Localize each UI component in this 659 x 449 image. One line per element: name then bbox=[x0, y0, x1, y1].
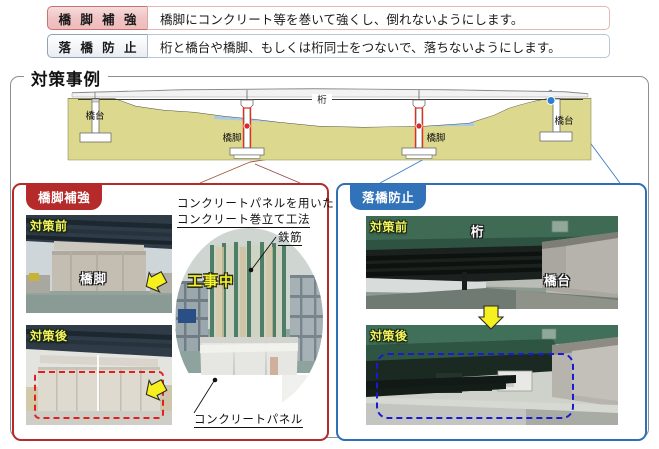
annotation-method-line1: コンクリートパネルを用いた bbox=[177, 196, 335, 210]
bridge-cross-section-diagram: 桁 橋台 橋台 橋脚 橋脚 bbox=[67, 88, 592, 161]
label-girder: 桁 bbox=[317, 94, 327, 106]
header-row-pier-reinforcement: 橋 脚 補 強 橋脚にコンクリート等を巻いて強くし、倒れないようにします。 bbox=[47, 6, 610, 30]
annotation-rebar: 鉄筋 bbox=[278, 230, 303, 246]
photo-label-pier: 橋脚 bbox=[80, 271, 108, 286]
panel-fall-prevention: 落橋防止 対策前 桁 橋台 bbox=[336, 183, 647, 441]
road-deck-body bbox=[71, 88, 589, 98]
photo-caption-before-right: 対策前 bbox=[370, 220, 408, 234]
highlight-box-pier-after bbox=[34, 371, 164, 419]
badge-fall-prevention: 落 橋 防 止 bbox=[47, 34, 147, 58]
yellow-arrow-down bbox=[477, 305, 505, 330]
label-abutment-left: 橋台 bbox=[85, 110, 104, 122]
photo-bridge-before: 対策前 桁 橋台 bbox=[366, 216, 618, 309]
section-legend: 対策事例 bbox=[24, 66, 108, 90]
photo-caption-before-left: 対策前 bbox=[30, 219, 68, 233]
annotation-concrete-panel: コンクリートパネル bbox=[194, 412, 303, 428]
panel-tab-pier-reinforcement: 橋脚補強 bbox=[26, 184, 103, 210]
description-pier-reinforcement: 橋脚にコンクリート等を巻いて強くし、倒れないようにします。 bbox=[147, 6, 610, 30]
header-rows: 橋 脚 補 強 橋脚にコンクリート等を巻いて強くし、倒れないようにします。 落 … bbox=[0, 0, 659, 62]
photo-label-abutment-right: 橋台 bbox=[544, 273, 572, 288]
abutment-right bbox=[539, 98, 573, 142]
annotation-method-line2: コンクリート巻立て工法 bbox=[177, 212, 311, 228]
yellow-arrow-top bbox=[145, 270, 168, 293]
highlight-box-bridge-after bbox=[376, 353, 574, 419]
abutment-left bbox=[79, 98, 112, 143]
photo-construction-circle: 工事中 bbox=[174, 225, 324, 415]
girder-label-bg bbox=[312, 94, 332, 105]
photo-bridge-after: 対策後 bbox=[366, 325, 618, 425]
photo-caption-after-right: 対策後 bbox=[370, 329, 408, 343]
photo-label-under-construction: 工事中 bbox=[188, 274, 235, 290]
photo-pier-after: 対策後 bbox=[26, 325, 172, 425]
yellow-arrow-bottom bbox=[145, 378, 168, 401]
countermeasure-section-box bbox=[10, 76, 649, 438]
panel-tab-fall-prevention: 落橋防止 bbox=[350, 184, 427, 210]
label-abutment-right: 橋台 bbox=[554, 115, 573, 127]
right-panel-arrow bbox=[477, 305, 505, 330]
header-row-fall-prevention: 落 橋 防 止 桁と橋台や橋脚、もしくは桁同士をつないで、落ちないようにします。 bbox=[47, 34, 610, 58]
label-pier-right: 橋脚 bbox=[426, 132, 445, 144]
photo-caption-after-left: 対策後 bbox=[30, 329, 68, 343]
pier-right-marker bbox=[415, 122, 423, 130]
pier-left-marker bbox=[243, 122, 251, 130]
left-panel-leaders bbox=[145, 236, 277, 414]
photo-pier-before: 対策前 橋脚 bbox=[26, 215, 172, 313]
label-pier-left: 橋脚 bbox=[222, 132, 241, 144]
terrain-fill-upper bbox=[68, 92, 591, 127]
pier-left bbox=[229, 99, 265, 159]
description-fall-prevention: 桁と橋台や橋脚、もしくは桁同士をつないで、落ちないようにします。 bbox=[147, 34, 610, 58]
photo-label-girder-right: 桁 bbox=[471, 224, 485, 239]
badge-pier-reinforcement: 橋 脚 補 強 bbox=[47, 6, 147, 30]
fall-prevention-marker bbox=[546, 96, 556, 105]
panel-pier-reinforcement: 橋脚補強 対策前 橋脚 bbox=[12, 183, 334, 441]
pier-right bbox=[401, 99, 437, 159]
